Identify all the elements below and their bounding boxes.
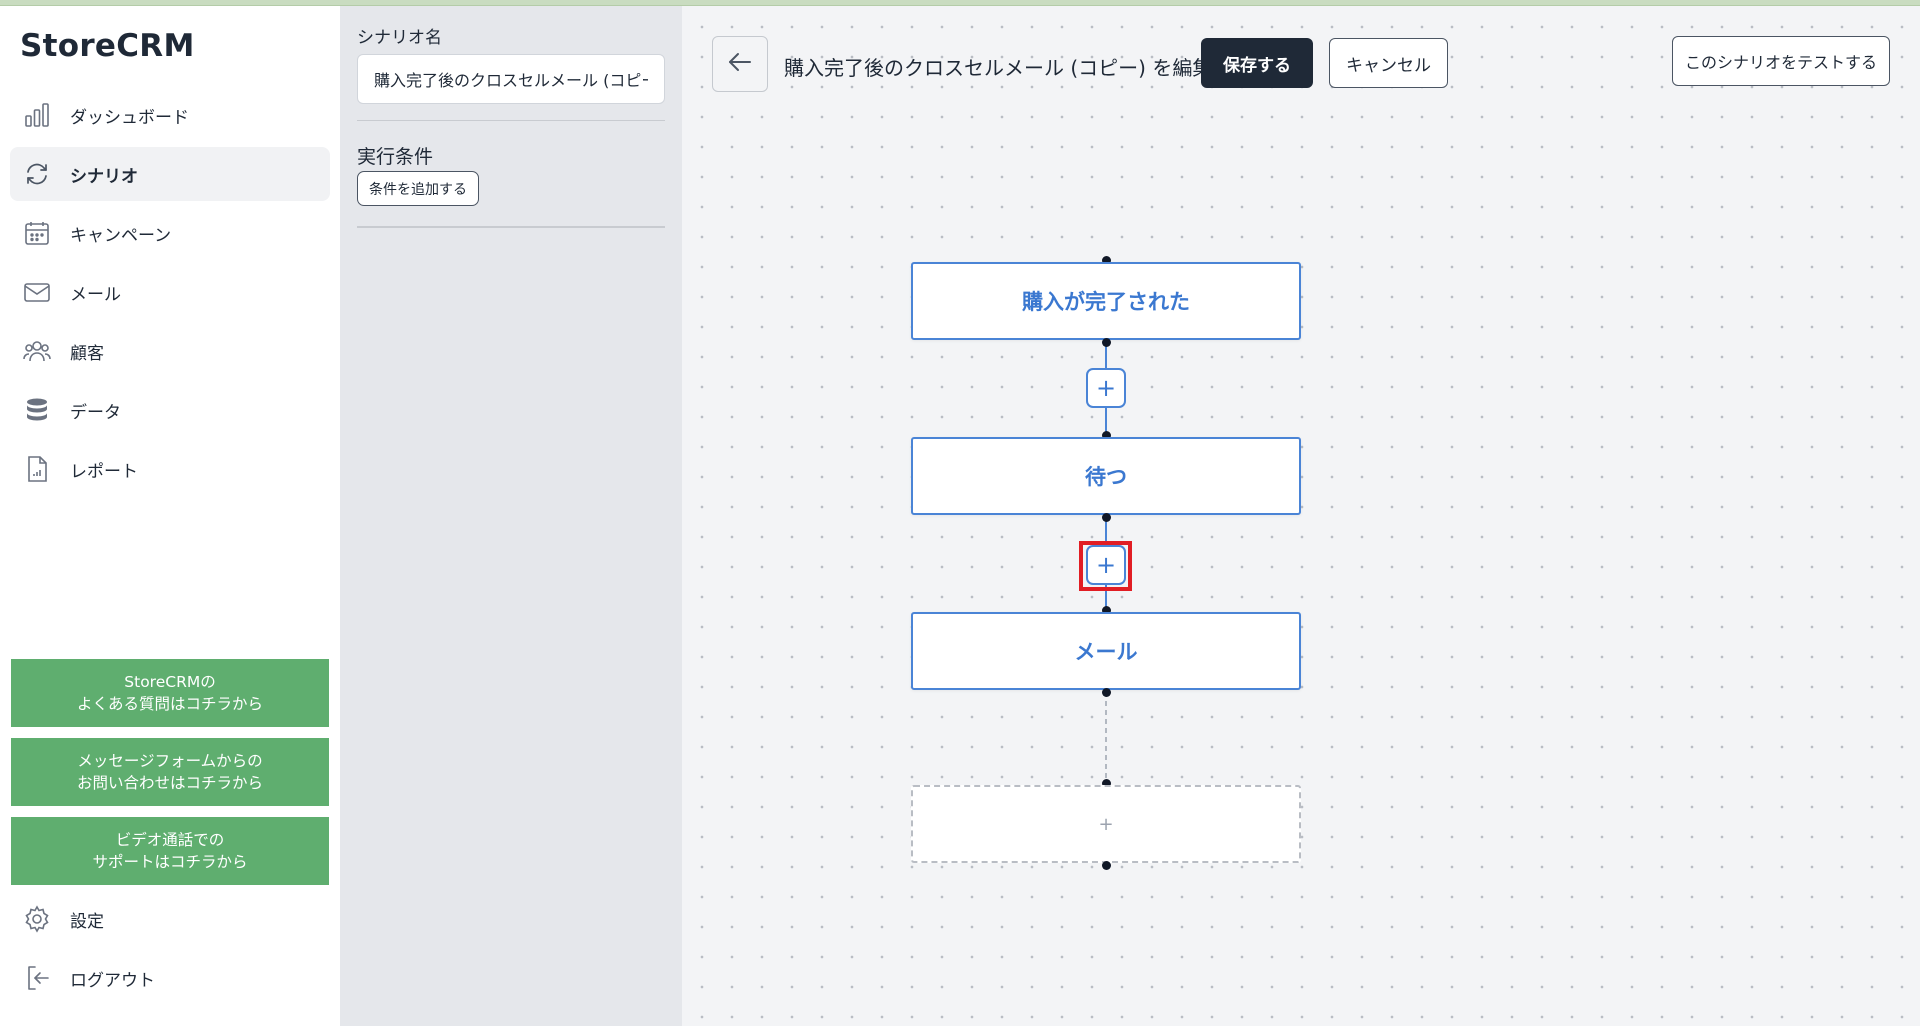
connector-dot	[1102, 779, 1111, 788]
window-top-strip	[0, 0, 1920, 6]
add-step-button[interactable]: +	[1086, 368, 1126, 408]
sidebar-item-label: メール	[70, 284, 121, 305]
contact-form-button[interactable]: メッセージフォームからの お問い合わせはコチラから	[11, 738, 329, 806]
sidebar-item-label: 設定	[70, 911, 104, 932]
connector-dot	[1102, 861, 1111, 870]
sidebar-item-dashboard[interactable]: ダッシュボード	[10, 88, 330, 142]
scenario-name-label: シナリオ名	[357, 28, 442, 48]
sidebar-item-mail[interactable]: メール	[10, 265, 330, 319]
sidebar-bottom-nav: 設定 ログアウト	[10, 892, 330, 1010]
connector-dot	[1102, 338, 1111, 347]
video-support-button[interactable]: ビデオ通話での サポートはコチラから	[11, 817, 329, 885]
back-button[interactable]	[712, 36, 768, 92]
sidebar-item-logout[interactable]: ログアウト	[10, 951, 330, 1005]
sidebar: StoreCRM ダッシュボード シナリオ	[0, 6, 340, 1026]
gear-icon	[22, 904, 52, 934]
flow-node-mail[interactable]: メール	[911, 612, 1301, 690]
arrow-left-icon	[726, 48, 754, 80]
sidebar-nav: ダッシュボード シナリオ キャンペーン	[10, 88, 330, 501]
sidebar-item-report[interactable]: レポート	[10, 442, 330, 496]
sidebar-item-label: シナリオ	[70, 166, 138, 187]
sidebar-item-scenario[interactable]: シナリオ	[10, 147, 330, 201]
mail-icon	[22, 277, 52, 307]
flow-canvas[interactable]: 購入完了後のクロスセルメール (コピー) を編集中 保存する キャンセル このシ…	[682, 6, 1920, 1026]
video-support-button-line1: ビデオ通話での	[115, 831, 225, 849]
flow-node-trigger[interactable]: 購入が完了された	[911, 262, 1301, 340]
sidebar-item-customers[interactable]: 顧客	[10, 324, 330, 378]
sidebar-item-label: レポート	[70, 461, 138, 482]
sidebar-item-label: ダッシュボード	[70, 107, 189, 128]
app-logo: StoreCRM	[20, 28, 195, 64]
scenario-name-input[interactable]	[357, 54, 665, 104]
database-icon	[22, 395, 52, 425]
save-button[interactable]: 保存する	[1201, 38, 1313, 88]
faq-button-line1: StoreCRMの	[124, 673, 216, 691]
connector-dot	[1102, 431, 1111, 440]
flow-node-wait[interactable]: 待つ	[911, 437, 1301, 515]
sidebar-item-data[interactable]: データ	[10, 383, 330, 437]
test-scenario-button[interactable]: このシナリオをテストする	[1672, 36, 1890, 86]
add-condition-button[interactable]: 条件を追加する	[357, 171, 479, 206]
sidebar-item-campaign[interactable]: キャンペーン	[10, 206, 330, 260]
sidebar-item-label: ログアウト	[70, 970, 155, 991]
panel-divider	[357, 226, 665, 228]
logout-icon	[22, 963, 52, 993]
contact-form-button-line2: お問い合わせはコチラから	[76, 774, 263, 792]
contact-form-button-line1: メッセージフォームからの	[77, 752, 263, 770]
users-icon	[22, 336, 52, 366]
bar-chart-icon	[22, 100, 52, 130]
flow-connectors	[1105, 342, 1107, 783]
flow-node-placeholder[interactable]: +	[911, 785, 1301, 863]
sidebar-item-settings[interactable]: 設定	[10, 892, 330, 946]
sidebar-item-label: キャンペーン	[70, 225, 172, 246]
panel-divider	[357, 120, 665, 121]
connector-dot	[1102, 688, 1111, 697]
connector-dot	[1102, 606, 1111, 615]
video-support-button-line2: サポートはコチラから	[92, 853, 248, 871]
editing-title: 購入完了後のクロスセルメール (コピー) を編集中	[784, 56, 1233, 80]
calendar-icon	[22, 218, 52, 248]
report-icon	[22, 454, 52, 484]
refresh-icon	[22, 159, 52, 189]
faq-button[interactable]: StoreCRMの よくある質問はコチラから	[11, 659, 329, 727]
add-step-button[interactable]: +	[1086, 545, 1126, 585]
cancel-button[interactable]: キャンセル	[1329, 38, 1448, 88]
execution-condition-label: 実行条件	[357, 146, 434, 168]
sidebar-item-label: データ	[70, 402, 121, 423]
scenario-settings-panel: シナリオ名 実行条件 条件を追加する	[340, 6, 682, 1026]
sidebar-item-label: 顧客	[70, 343, 104, 364]
faq-button-line2: よくある質問はコチラから	[76, 695, 263, 713]
connector-dot	[1102, 256, 1111, 265]
connector-dot	[1102, 513, 1111, 522]
